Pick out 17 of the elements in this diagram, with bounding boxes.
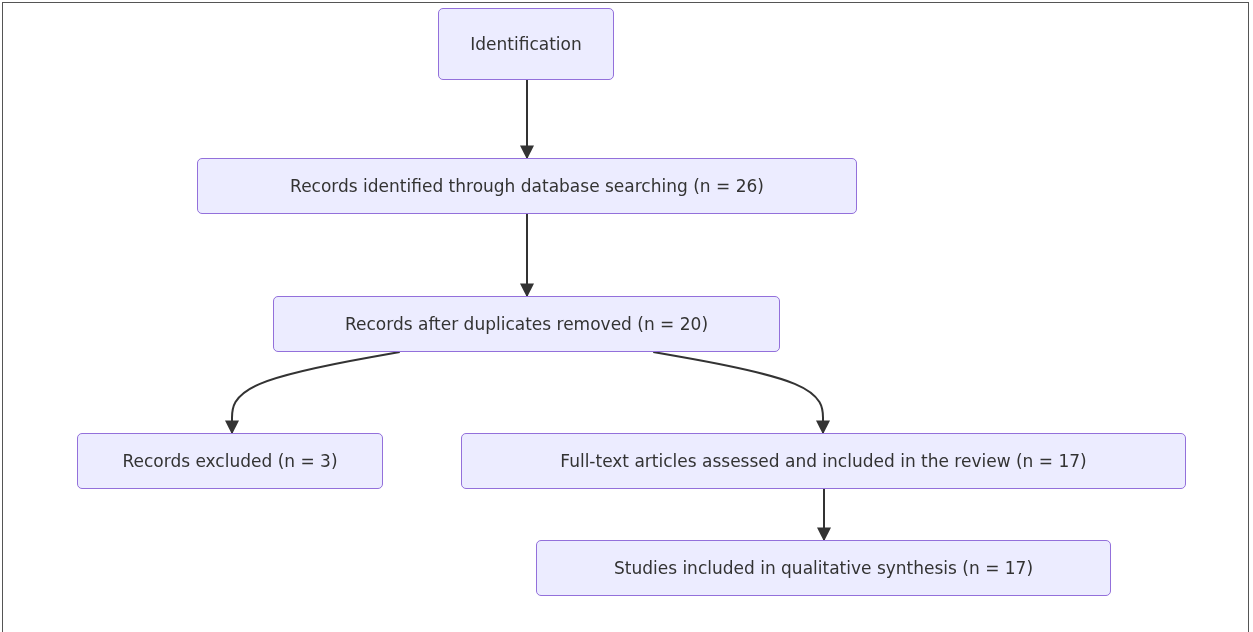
process-box: [461, 433, 1186, 489]
process-box: [273, 296, 780, 352]
box-label: Studies included in qualitative synthesis (n = 17): [613, 558, 1034, 578]
box-label: Records excluded (n = 3): [122, 451, 338, 471]
box-label: Records after duplicates removed (n = 20): [344, 314, 708, 334]
box-label: Identification: [470, 34, 582, 54]
process-box: [438, 8, 614, 80]
box-label: Full-text articles assessed and included in the review (n = 17): [560, 451, 1087, 471]
process-box: [197, 158, 857, 214]
box-label: Records identified through database searching (n = 26): [290, 176, 764, 196]
process-box: [536, 540, 1111, 596]
arrow: [652, 351, 830, 435]
arrow: [520, 213, 534, 298]
arrow: [520, 79, 534, 160]
process-box: [77, 433, 383, 489]
arrow: [225, 351, 401, 435]
arrow: [817, 488, 831, 542]
